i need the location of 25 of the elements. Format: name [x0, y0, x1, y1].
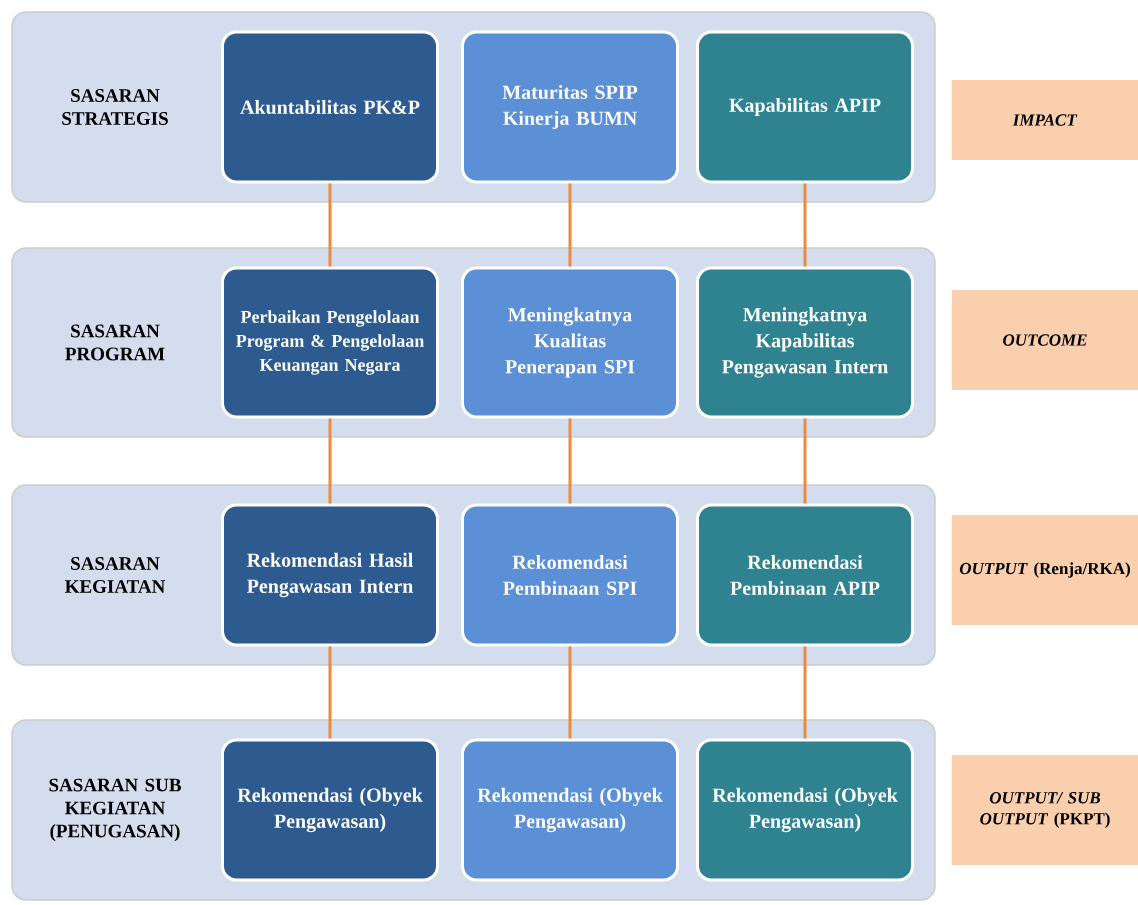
- goal-box: Meningkatnya Kapabilitas Pengawasan Intern: [696, 266, 914, 419]
- goal-box: Maturitas SPIP Kinerja BUMN: [461, 30, 679, 184]
- level-tag: OUTCOME: [951, 290, 1138, 390]
- goal-box: Perbaikan Pengelolaan Program & Pengelolaan Keuangan Negara: [221, 266, 439, 419]
- connector-line: [328, 183, 332, 267]
- connector-line: [328, 646, 332, 739]
- connector-line: [568, 183, 572, 267]
- goal-box: Rekomendasi (Obyek Pengawasan): [221, 738, 439, 882]
- level-tag: OUTPUT (Renja/RKA): [951, 515, 1138, 625]
- goal-box: Rekomendasi Hasil Pengawasan Intern: [221, 503, 439, 647]
- connector-line: [568, 646, 572, 739]
- goal-box: Meningkatnya Kualitas Penerapan SPI: [461, 266, 679, 419]
- level-tag: OUTPUT/ SUB OUTPUT (PKPT): [951, 755, 1138, 865]
- connector-line: [568, 418, 572, 504]
- level-tag: IMPACT: [951, 80, 1138, 160]
- goal-box: Rekomendasi (Obyek Pengawasan): [696, 738, 914, 882]
- goal-box: Kapabilitas APIP: [696, 30, 914, 184]
- goal-box: Rekomendasi (Obyek Pengawasan): [461, 738, 679, 882]
- connector-line: [803, 183, 807, 267]
- connector-line: [803, 646, 807, 739]
- goal-box: Akuntabilitas PK&P: [221, 30, 439, 184]
- goal-box: Rekomendasi Pembinaan APIP: [696, 503, 914, 647]
- goal-box: Rekomendasi Pembinaan SPI: [461, 503, 679, 647]
- connector-line: [803, 418, 807, 504]
- connector-line: [328, 418, 332, 504]
